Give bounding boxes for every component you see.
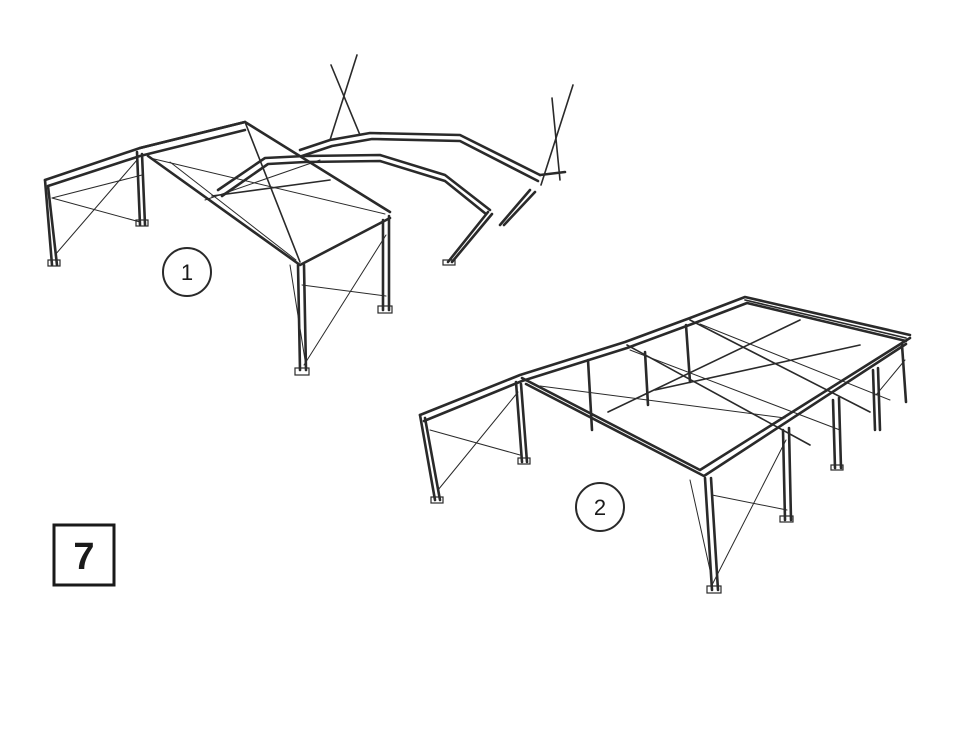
callout-1: 1: [163, 248, 211, 296]
callout-2-label: 2: [594, 495, 606, 520]
tent-frame-extended-assembly-icon: [420, 297, 910, 593]
step-number: 7: [73, 536, 94, 578]
tent-frame-partial-assembly-icon: [45, 55, 573, 375]
callout-1-label: 1: [181, 260, 193, 285]
step-number-box: 7: [54, 525, 114, 585]
callout-2: 2: [576, 483, 624, 531]
